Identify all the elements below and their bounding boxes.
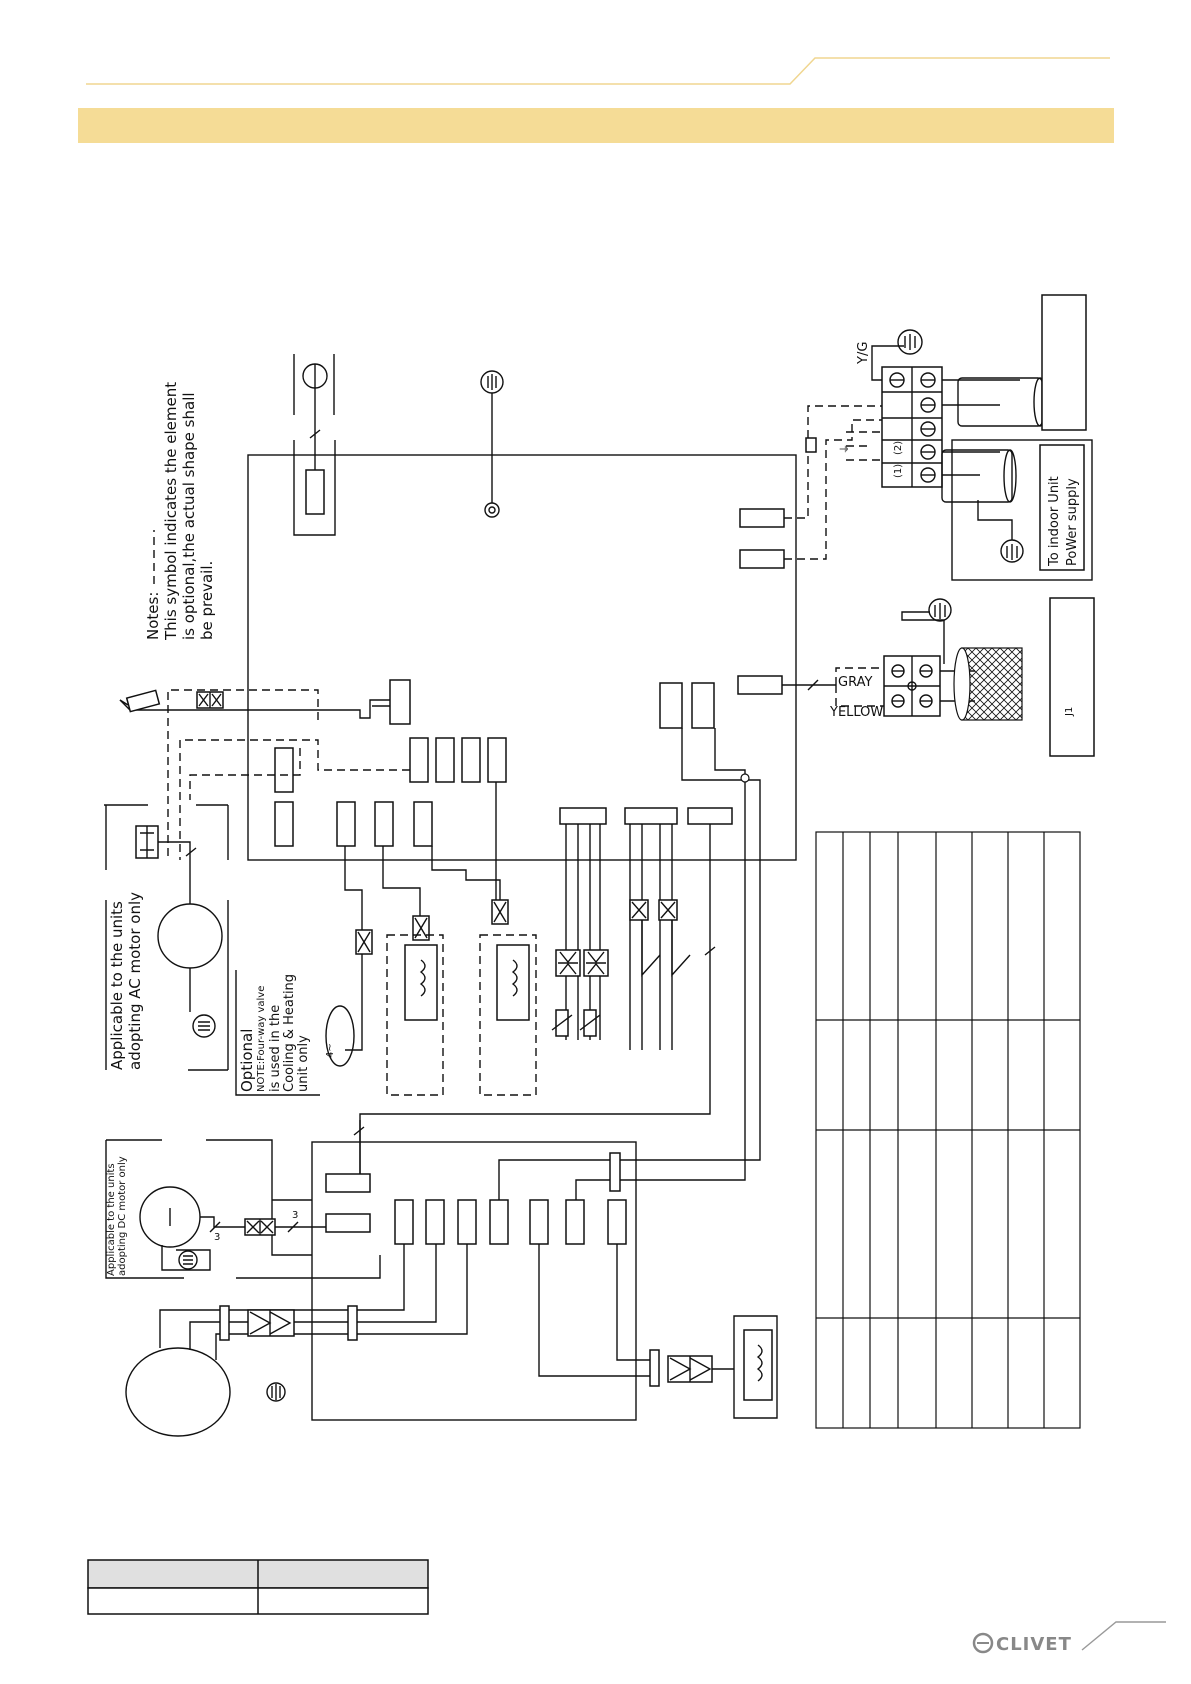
connector-cn-b: [739, 549, 785, 569]
connector-cn-d: [659, 682, 683, 729]
dc-note-2: adopting DC motor only: [117, 1156, 128, 1276]
connector-o7: [529, 1199, 549, 1245]
optional-note: Optional NOTE:Four-way valve is used in …: [238, 974, 311, 1092]
brand-logo: CLIVET: [996, 1634, 1072, 1655]
shielded-cable: [961, 647, 1023, 721]
compressor-earth-icon: [266, 1382, 286, 1402]
connector-cn-e: [691, 682, 715, 729]
connector-cn-c: [737, 675, 783, 695]
eev1-coil: [404, 944, 438, 1021]
indoor-supply-line-2: PoWer supply: [1065, 478, 1080, 566]
ac-note-2: adopting AC motor only: [126, 892, 144, 1070]
header-decor-line: [86, 57, 1110, 85]
notes-block: Notes: This symbol indicates the element…: [144, 382, 216, 641]
small-ferrite: [805, 437, 817, 453]
connector-l3: [336, 801, 356, 847]
ac-motor-earth-icon: [192, 1014, 216, 1038]
four-way-valve-coil: [325, 1005, 355, 1067]
compressor-ferrite-a: [219, 1305, 230, 1341]
dc-motor-earth-icon: [178, 1250, 198, 1270]
connector-o3: [394, 1199, 414, 1245]
connector-o8: [565, 1199, 585, 1245]
ferrite-core: [609, 1152, 621, 1192]
terminal-2-label: (2): [893, 441, 904, 455]
earth-comm-icon: [928, 598, 952, 622]
connector-o4: [425, 1199, 445, 1245]
legend-table: [815, 831, 1081, 1429]
reactor-coil: [743, 1329, 773, 1401]
yellow-wire-label: YELLOW: [829, 705, 883, 720]
label-box-j1: [1049, 597, 1095, 757]
optional-note-4: unit only: [296, 1035, 311, 1092]
thermistor-icon: [125, 689, 161, 713]
earth-yg-icon: [897, 329, 923, 355]
connector-r2: [435, 737, 455, 783]
connector-sensor: [389, 679, 411, 725]
gray-wire-label: GRAY: [838, 675, 872, 690]
optional-note-1: NOTE:Four-way valve: [256, 986, 267, 1092]
compressor-icon: [125, 1347, 231, 1437]
eev1-optional-box: [386, 934, 444, 1096]
dc-wire-count-1: 3: [214, 1232, 220, 1243]
connector-o5: [457, 1199, 477, 1245]
four-way-label: 4~: [325, 1043, 336, 1058]
connector-t3: [687, 807, 733, 825]
indoor-supply-label: To indoor Unit PoWer supply: [1047, 476, 1080, 567]
dc-wire-count-2: 3: [292, 1210, 298, 1221]
notes-title: Notes:: [144, 592, 162, 640]
ac-fan-motor-icon: [157, 903, 223, 969]
connector-t1: [559, 807, 607, 825]
ac-motor-note: Applicable to the units adopting AC moto…: [108, 892, 144, 1070]
connector-r4: [487, 737, 507, 783]
connector-l1: [274, 747, 294, 793]
connector-cn-a: [739, 508, 785, 528]
eev2-optional-box: [479, 934, 537, 1096]
label-box-top: [1041, 294, 1087, 431]
connector-r1: [409, 737, 429, 783]
header-title-bar: [78, 108, 1114, 143]
optional-title: Optional: [238, 1029, 256, 1092]
ground-terminal-icon: [484, 502, 500, 518]
voltage-mark: ⏚: [839, 444, 851, 454]
optional-note-3: Cooling & Heating: [282, 974, 297, 1092]
connector-r3: [461, 737, 481, 783]
connector-t2: [624, 807, 678, 825]
connector-l2: [274, 801, 294, 847]
indoor-supply-box: [1039, 444, 1085, 571]
notes-line-2: This symbol indicates the element: [162, 382, 180, 641]
bottom-info-table: [87, 1559, 429, 1615]
terminal-1-label: (1): [893, 464, 904, 478]
indoor-supply-line-1: To indoor Unit: [1047, 476, 1062, 567]
outdoor-control-board: [311, 1141, 637, 1421]
power-cable-b: [941, 449, 1013, 503]
connector-o9: [607, 1199, 627, 1245]
connector-o6: [489, 1199, 509, 1245]
dc-note-1: Applicable to the units: [106, 1163, 117, 1276]
yg-label: Y/G: [856, 342, 871, 365]
notes-line-4: be prevail.: [198, 561, 216, 640]
j1-label: J1: [1064, 707, 1075, 717]
connector-o2: [325, 1213, 371, 1233]
notes-line-3: is optional,the actual shape shall: [180, 392, 198, 640]
coil-ferrite: [649, 1349, 660, 1387]
optional-note-2: is used in the: [268, 1005, 283, 1092]
ac-note-1: Applicable to the units: [108, 901, 126, 1070]
connector-o1: [325, 1173, 371, 1193]
clivet-logo-icon: [972, 1632, 994, 1654]
connector-top-left: [305, 469, 325, 515]
eev2-coil: [496, 944, 530, 1021]
connector-l4: [374, 801, 394, 847]
power-cable-a: [957, 377, 1043, 427]
main-control-board: [247, 454, 797, 861]
footer-decor-line: [1081, 1621, 1166, 1651]
dc-motor-note: Applicable to the units adopting DC moto…: [106, 1156, 128, 1276]
earth-indoor-icon: [1000, 539, 1024, 563]
connector-l5: [413, 801, 433, 847]
indoor-supply-frame: [951, 439, 1093, 581]
compressor-ferrite-b: [347, 1305, 358, 1341]
